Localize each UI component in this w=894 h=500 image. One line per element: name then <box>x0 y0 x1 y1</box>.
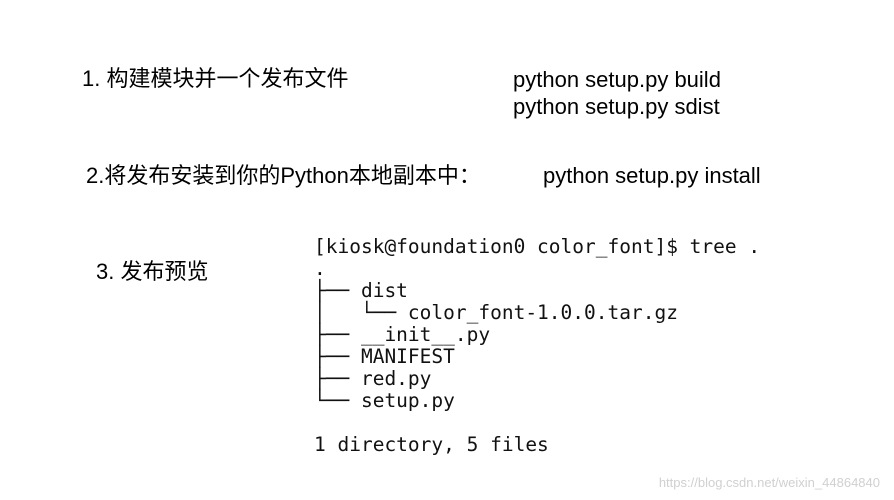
step-3-title: 3. 发布预览 <box>96 259 209 284</box>
terminal-prompt-line: [kiosk@foundation0 color_font]$ tree . <box>314 235 761 258</box>
tree-entry-init: ├── __init__.py <box>314 323 491 346</box>
step-1-command-sdist: python setup.py sdist <box>513 94 720 119</box>
tree-entry-red: ├── red.py <box>314 367 432 390</box>
step-2-title: 2.将发布安装到你的Python本地副本中： <box>86 163 481 188</box>
tree-entry-dist: ├── dist <box>314 279 408 302</box>
tree-entry-manifest: ├── MANIFEST <box>314 345 455 368</box>
terminal-blank-line <box>314 412 784 434</box>
tree-root: . <box>314 257 326 280</box>
terminal-output: [kiosk@foundation0 color_font]$ tree . .… <box>314 236 784 460</box>
step-1-title: 1. 构建模块并一个发布文件 <box>82 66 349 91</box>
tree-entry-tarball: │ └── color_font-1.0.0.tar.gz <box>314 301 678 324</box>
tree-summary: 1 directory, 5 files <box>314 433 549 456</box>
step-1-command-build: python setup.py build <box>513 67 721 92</box>
step-2-command-install: python setup.py install <box>543 163 761 188</box>
tree-entry-setup: └── setup.py <box>314 389 455 412</box>
watermark: https://blog.csdn.net/weixin_44864840 <box>658 475 880 490</box>
